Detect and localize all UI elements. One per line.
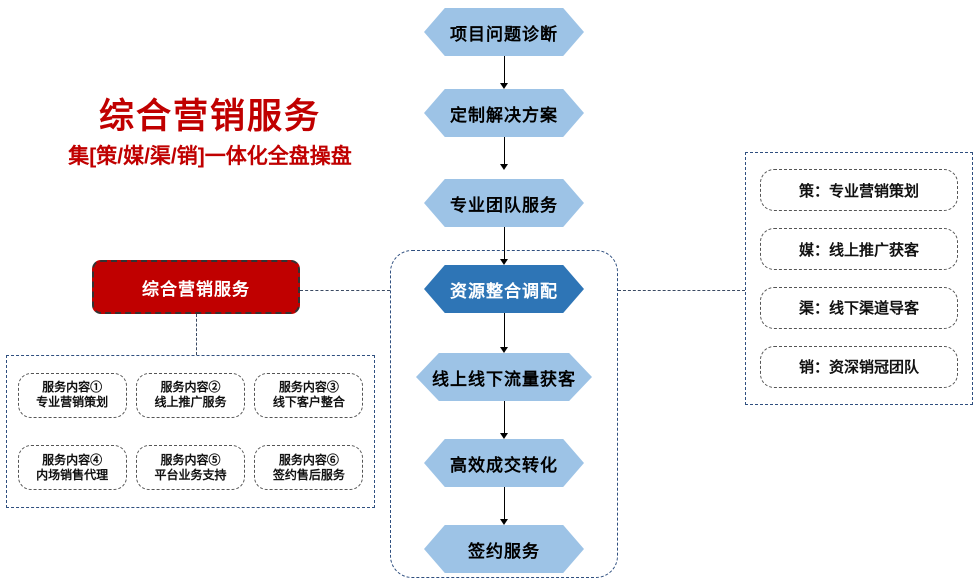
flow-step-4-highlighted[interactable]: 资源整合调配 bbox=[424, 265, 584, 313]
service-item-1-line2: 专业营销策划 bbox=[36, 395, 109, 410]
service-contents-panel: 服务内容① 专业营销策划 服务内容② 线上推广服务 服务内容③ 线下客户整合 服… bbox=[6, 355, 375, 508]
flow-step-4-label: 资源整合调配 bbox=[450, 281, 558, 301]
flow-step-6-label: 高效成交转化 bbox=[450, 455, 558, 475]
capability-item-xiao[interactable]: 销：资深销冠团队 bbox=[760, 345, 958, 388]
connector-flow-to-capabilities bbox=[618, 290, 745, 291]
master-service-box[interactable]: 综合营销服务 bbox=[92, 260, 300, 314]
flow-step-1[interactable]: 项目问题诊断 bbox=[424, 8, 584, 56]
flow-step-5-label: 线上线下流量获客 bbox=[432, 369, 576, 389]
service-item-6-line1: 服务内容⑥ bbox=[278, 452, 339, 467]
service-item-4-line1: 服务内容④ bbox=[42, 452, 103, 467]
capability-item-ce-label: 策：专业营销策划 bbox=[798, 182, 919, 200]
flow-step-2[interactable]: 定制解决方案 bbox=[424, 89, 584, 137]
flow-step-3[interactable]: 专业团队服务 bbox=[424, 179, 584, 227]
page-title: 综合营销服务 bbox=[98, 97, 321, 136]
service-item-6[interactable]: 服务内容⑥ 签约售后服务 bbox=[254, 445, 364, 491]
flow-step-1-label: 项目问题诊断 bbox=[450, 24, 558, 44]
master-service-label: 综合营销服务 bbox=[142, 279, 250, 299]
service-item-5-line2: 平台业务支持 bbox=[154, 467, 227, 482]
service-item-5-line1: 服务内容⑤ bbox=[160, 452, 221, 467]
service-contents-grid: 服务内容① 专业营销策划 服务内容② 线上推广服务 服务内容③ 线下客户整合 服… bbox=[7, 356, 374, 507]
headline-block: 综合营销服务 集[策/媒/渠/销]一体化全盘操盘 bbox=[30, 96, 390, 172]
flow-step-6[interactable]: 高效成交转化 bbox=[424, 439, 584, 487]
service-item-2-line1: 服务内容② bbox=[160, 380, 221, 395]
page-subtitle: 集[策/媒/渠/销]一体化全盘操盘 bbox=[68, 145, 352, 168]
connector-master-to-services bbox=[196, 314, 197, 355]
service-item-3-line1: 服务内容③ bbox=[278, 380, 339, 395]
flow-step-3-label: 专业团队服务 bbox=[450, 195, 558, 215]
service-item-3[interactable]: 服务内容③ 线下客户整合 bbox=[254, 372, 364, 418]
service-item-3-line2: 线下客户整合 bbox=[272, 395, 345, 410]
service-item-4-line2: 内场销售代理 bbox=[36, 467, 109, 482]
service-item-1[interactable]: 服务内容① 专业营销策划 bbox=[17, 372, 127, 418]
capability-item-ce[interactable]: 策：专业营销策划 bbox=[760, 169, 958, 212]
flow-step-7[interactable]: 签约服务 bbox=[424, 525, 584, 573]
flow-step-2-label: 定制解决方案 bbox=[450, 105, 558, 125]
service-item-5[interactable]: 服务内容⑤ 平台业务支持 bbox=[135, 445, 245, 491]
capability-item-mei[interactable]: 媒：线上推广获客 bbox=[760, 228, 958, 271]
service-item-4[interactable]: 服务内容④ 内场销售代理 bbox=[17, 445, 127, 491]
capability-item-mei-label: 媒：线上推广获客 bbox=[798, 241, 919, 259]
service-item-1-line1: 服务内容① bbox=[42, 380, 103, 395]
flow-arrow-2 bbox=[499, 137, 509, 170]
flow-arrow-6 bbox=[499, 487, 509, 525]
capability-item-qu[interactable]: 渠：线下渠道导客 bbox=[760, 286, 958, 329]
service-item-2[interactable]: 服务内容② 线上推广服务 bbox=[135, 372, 245, 418]
flow-step-7-label: 签约服务 bbox=[468, 541, 540, 561]
flow-step-5[interactable]: 线上线下流量获客 bbox=[416, 353, 592, 401]
flow-arrow-3 bbox=[499, 227, 509, 265]
connector-master-to-flow bbox=[300, 290, 390, 291]
service-item-6-line2: 签约售后服务 bbox=[272, 467, 345, 482]
flow-arrow-1 bbox=[499, 56, 509, 89]
capabilities-panel: 策：专业营销策划 媒：线上推广获客 渠：线下渠道导客 销：资深销冠团队 bbox=[745, 152, 973, 405]
capability-item-xiao-label: 销：资深销冠团队 bbox=[798, 359, 919, 377]
flow-arrow-4 bbox=[499, 313, 509, 353]
flow-arrow-5 bbox=[499, 401, 509, 439]
service-item-2-line2: 线上推广服务 bbox=[154, 395, 227, 410]
capability-item-qu-label: 渠：线下渠道导客 bbox=[798, 300, 919, 318]
